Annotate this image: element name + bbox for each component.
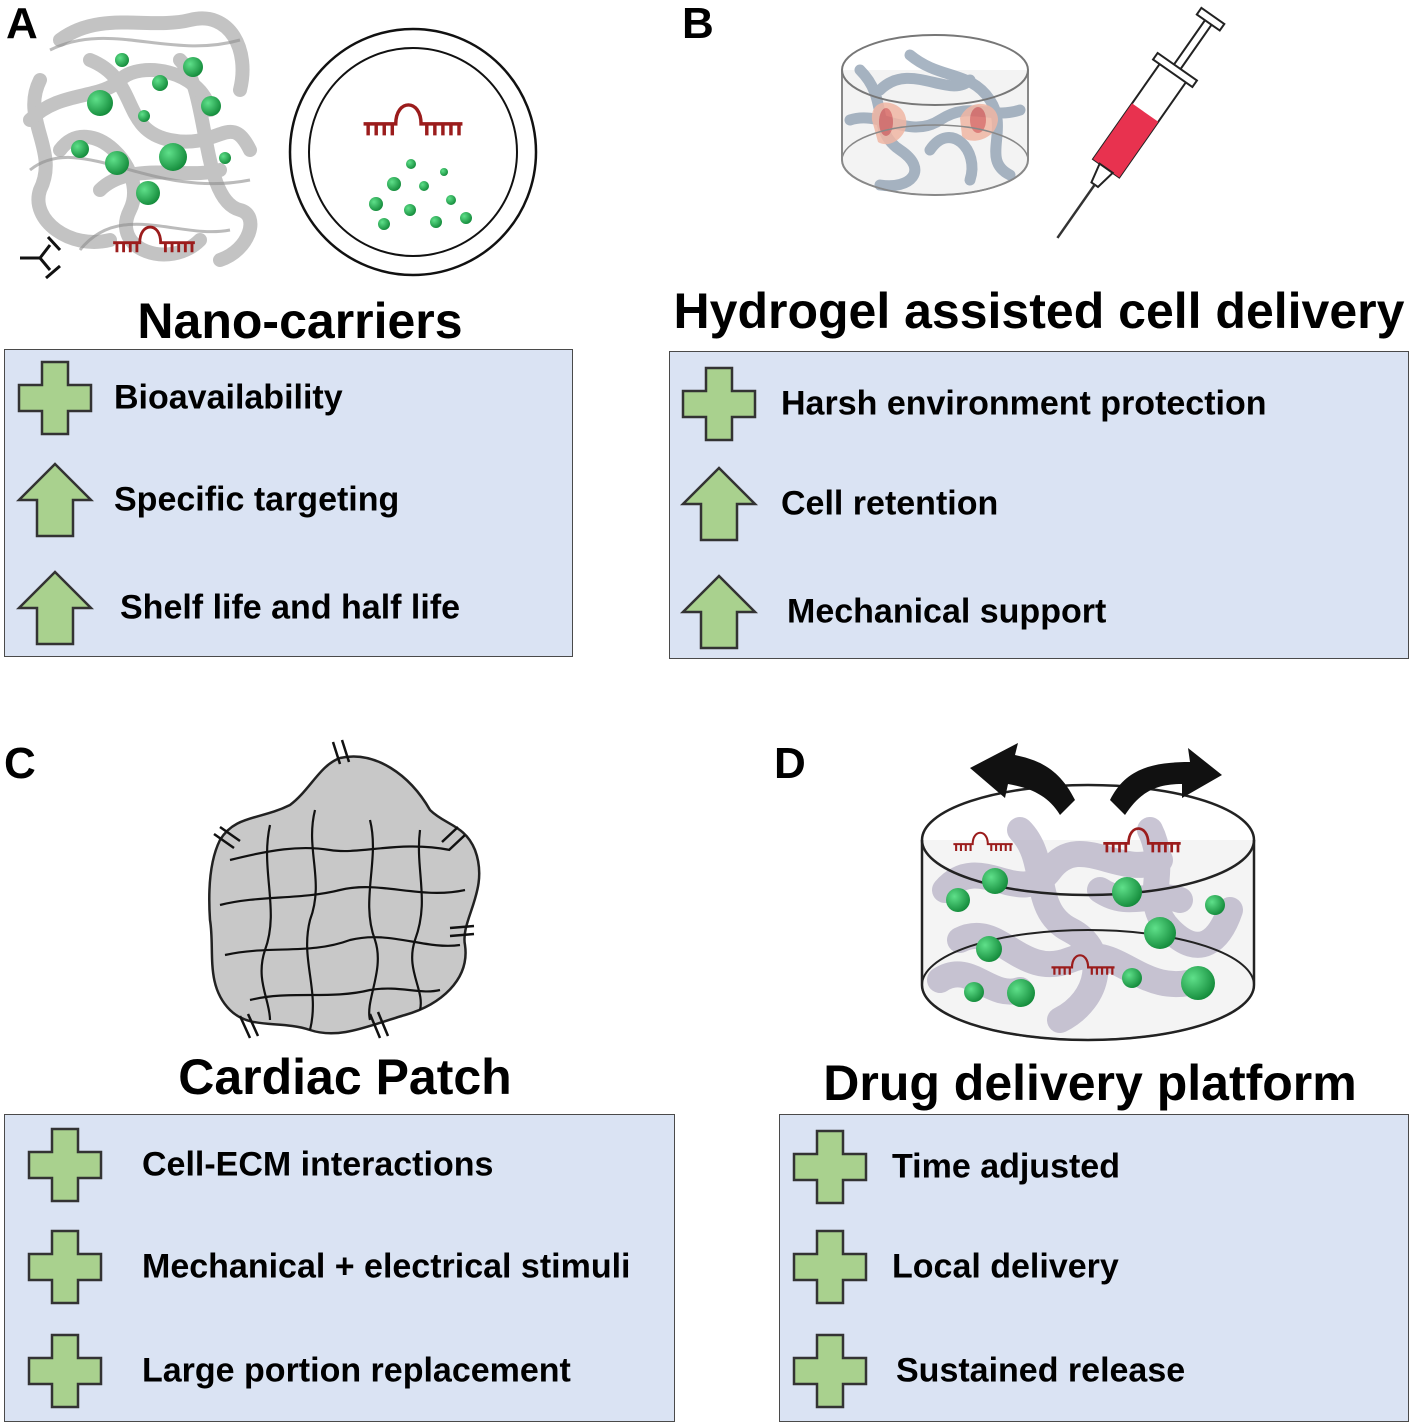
panel-c-box: Cell-ECM interactions Mechanical + elect… <box>4 1114 675 1422</box>
panel-b-item-2-label: Cell retention <box>781 484 999 523</box>
hydrogel-illustration <box>841 6 1226 239</box>
panel-b-item-3-label: Mechanical support <box>787 592 1107 631</box>
plus-icon <box>681 366 757 442</box>
panel-b-item-2: Cell retention <box>670 464 1408 544</box>
panel-a-title: Nano-carriers <box>137 293 463 349</box>
panel-a-item-1: Bioavailability <box>5 358 572 438</box>
panel-c-letter: C <box>4 739 36 788</box>
panel-d-item-2-label: Local delivery <box>892 1247 1119 1286</box>
panel-c-item-2-label: Mechanical + electrical stimuli <box>142 1247 631 1286</box>
panel-c-title: Cardiac Patch <box>178 1049 512 1105</box>
plus-icon <box>27 1229 103 1305</box>
panel-a-item-3: Shelf life and half life <box>5 568 572 648</box>
plus-icon <box>792 1229 868 1305</box>
up-arrow-icon <box>681 574 757 650</box>
panel-b-item-1: Harsh environment protection <box>670 364 1408 444</box>
panel-b-letter: B <box>682 0 714 48</box>
panel-b-item-1-label: Harsh environment protection <box>781 384 1267 423</box>
panel-d-letter: D <box>774 739 806 788</box>
panel-d-item-3-label: Sustained release <box>896 1351 1186 1390</box>
plus-icon <box>17 360 93 436</box>
panel-a-item-2-label: Specific targeting <box>114 480 400 519</box>
panel-d-item-1: Time adjusted <box>780 1127 1408 1207</box>
panel-d-box: Time adjusted Local delivery Sustained r… <box>779 1114 1409 1422</box>
panel-a-item-1-label: Bioavailability <box>114 378 343 417</box>
plus-icon <box>792 1129 868 1205</box>
panel-a-box: Bioavailability Specific targeting Shelf… <box>4 349 573 657</box>
panel-b-item-3: Mechanical support <box>670 572 1408 652</box>
panel-d-item-1-label: Time adjusted <box>892 1147 1120 1186</box>
panel-b-title: Hydrogel assisted cell delivery <box>673 283 1405 339</box>
panel-c-item-2: Mechanical + electrical stimuli <box>5 1227 674 1307</box>
plus-icon <box>27 1127 103 1203</box>
up-arrow-icon <box>17 570 93 646</box>
panel-c-item-3-label: Large portion replacement <box>142 1351 571 1390</box>
panel-b-box: Harsh environment protection Cell retent… <box>669 351 1409 659</box>
panel-c-item-1: Cell-ECM interactions <box>5 1125 674 1205</box>
drug-delivery-illustration <box>920 743 1256 1042</box>
cardiac-patch-illustration <box>208 739 481 1039</box>
up-arrow-icon <box>681 466 757 542</box>
up-arrow-icon <box>17 462 93 538</box>
panel-d-title: Drug delivery platform <box>823 1055 1357 1111</box>
plus-icon <box>27 1333 103 1409</box>
panel-a-letter: A <box>6 0 38 48</box>
plus-icon <box>792 1333 868 1409</box>
panel-d-item-3: Sustained release <box>780 1331 1408 1411</box>
panel-d-item-2: Local delivery <box>780 1227 1408 1307</box>
nano-carrier-illustration <box>20 11 538 280</box>
panel-c-item-1-label: Cell-ECM interactions <box>142 1145 494 1184</box>
panel-a-item-2: Specific targeting <box>5 460 572 540</box>
panel-a-item-3-label: Shelf life and half life <box>120 588 461 627</box>
panel-c-item-3: Large portion replacement <box>5 1331 674 1411</box>
